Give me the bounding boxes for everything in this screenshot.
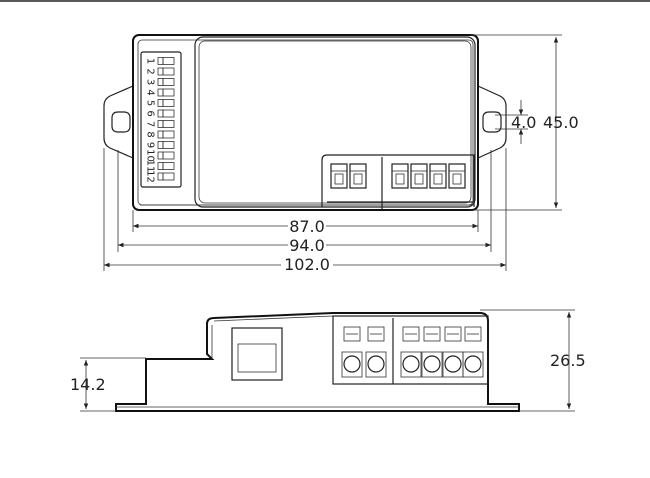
dip-switch-row: 10 <box>145 149 175 162</box>
dip-switch-row: 4 <box>145 88 175 97</box>
dim-label-14-2: 14.2 <box>70 375 106 394</box>
dip-switch-lever <box>157 88 164 97</box>
dip-switch-row: 11 <box>145 160 175 173</box>
dip-switch-row: 2 <box>145 67 175 76</box>
dip-switch-slot <box>162 78 175 86</box>
dip-switch-slot <box>162 109 175 118</box>
terminal-screw <box>341 326 363 378</box>
dip-switch-number: 1 <box>145 58 156 64</box>
dip-switch-slot <box>162 141 175 149</box>
dip-switch-number: 2 <box>145 68 156 74</box>
dim-label-4: 4.0 <box>511 113 536 132</box>
terminal-slot <box>330 163 348 189</box>
dip-switch-row: 12 <box>145 170 175 183</box>
terminal-slot <box>410 163 428 189</box>
dip-switch-number: 4 <box>145 89 156 95</box>
side-terminal-block <box>332 315 489 385</box>
dip-switch-number: 12 <box>145 170 156 183</box>
dip-switch-slot <box>162 57 175 65</box>
dip-switch-housing <box>140 51 182 188</box>
dip-switch-row: 7 <box>145 120 175 128</box>
dip-switch-number: 11 <box>145 160 156 173</box>
side-view-dimensions: 26.5 14.2 <box>70 309 586 412</box>
dip-switch-lever <box>157 99 164 107</box>
right-mounting-ear <box>477 85 507 159</box>
dip-switch-lever <box>157 151 164 160</box>
terminal-screw <box>400 326 422 378</box>
dip-switch-slot <box>162 162 175 170</box>
left-mounting-hole <box>111 111 131 133</box>
dip-switch-slot <box>162 130 175 139</box>
top-lid <box>194 36 476 208</box>
side-window-inner <box>237 343 277 373</box>
dim-label-45: 45.0 <box>543 113 579 132</box>
dip-switch-row: 9 <box>145 141 175 149</box>
dip-switch-row: 6 <box>145 109 175 118</box>
dip-switch-number: 10 <box>145 149 156 162</box>
dip-switch-row: 3 <box>145 78 175 86</box>
dip-switch-row: 8 <box>145 130 175 139</box>
dip-switch-lever <box>157 130 164 139</box>
dip-switch-lever <box>157 120 164 128</box>
housing-outline <box>132 34 479 211</box>
dip-switch-row: 5 <box>145 99 175 107</box>
side-view <box>115 312 520 412</box>
dip-switch-lever <box>157 141 164 149</box>
terminal-slot <box>391 163 409 189</box>
right-mounting-hole <box>482 111 502 133</box>
terminal-screw <box>365 326 387 378</box>
dip-switch-number: 5 <box>145 100 156 106</box>
dip-switch-lever <box>157 109 164 118</box>
dim-label-102: 102.0 <box>284 255 330 274</box>
dip-switch-number: 8 <box>145 131 156 137</box>
dip-switch-lever <box>157 162 164 170</box>
side-housing-top-edge <box>213 315 334 322</box>
dip-switch-slot <box>162 67 175 76</box>
dip-switch-lever <box>157 172 164 181</box>
dip-switch-slot <box>162 120 175 128</box>
terminal-slot <box>429 163 447 189</box>
dip-switch-lever <box>157 67 164 76</box>
dim-label-94: 94.0 <box>289 236 325 255</box>
dim-label-87: 87.0 <box>289 217 325 236</box>
terminal-screw <box>421 326 443 378</box>
dip-switch-slot <box>162 172 175 181</box>
dip-switch-slot <box>162 88 175 97</box>
dim-label-26-5: 26.5 <box>550 351 586 370</box>
terminal-slot <box>349 163 367 189</box>
terminal-block-outline <box>321 154 475 207</box>
dip-switch-slot <box>162 151 175 160</box>
side-window-outer <box>231 327 283 381</box>
top-terminal-slots <box>330 163 466 189</box>
side-terminal-screws <box>341 326 484 378</box>
dip-switch-row: 1 <box>145 57 175 65</box>
top-lid-inner <box>198 40 472 204</box>
top-view-dimensions: 87.0 94.0 102.0 45.0 4.0 <box>103 34 579 274</box>
terminal-slot <box>448 163 466 189</box>
dip-switch-lever <box>157 57 164 65</box>
side-housing-outline <box>115 312 520 412</box>
dip-switch-number: 3 <box>145 79 156 85</box>
dip-switch-lever <box>157 78 164 86</box>
dip-switch-slot <box>162 99 175 107</box>
terminal-screw <box>442 326 464 378</box>
dip-switch-number: 7 <box>145 121 156 127</box>
dip-switch-number: 6 <box>145 110 156 116</box>
dip-switch-number: 9 <box>145 142 156 148</box>
terminal-screw <box>462 326 484 378</box>
left-mounting-ear <box>103 85 134 159</box>
